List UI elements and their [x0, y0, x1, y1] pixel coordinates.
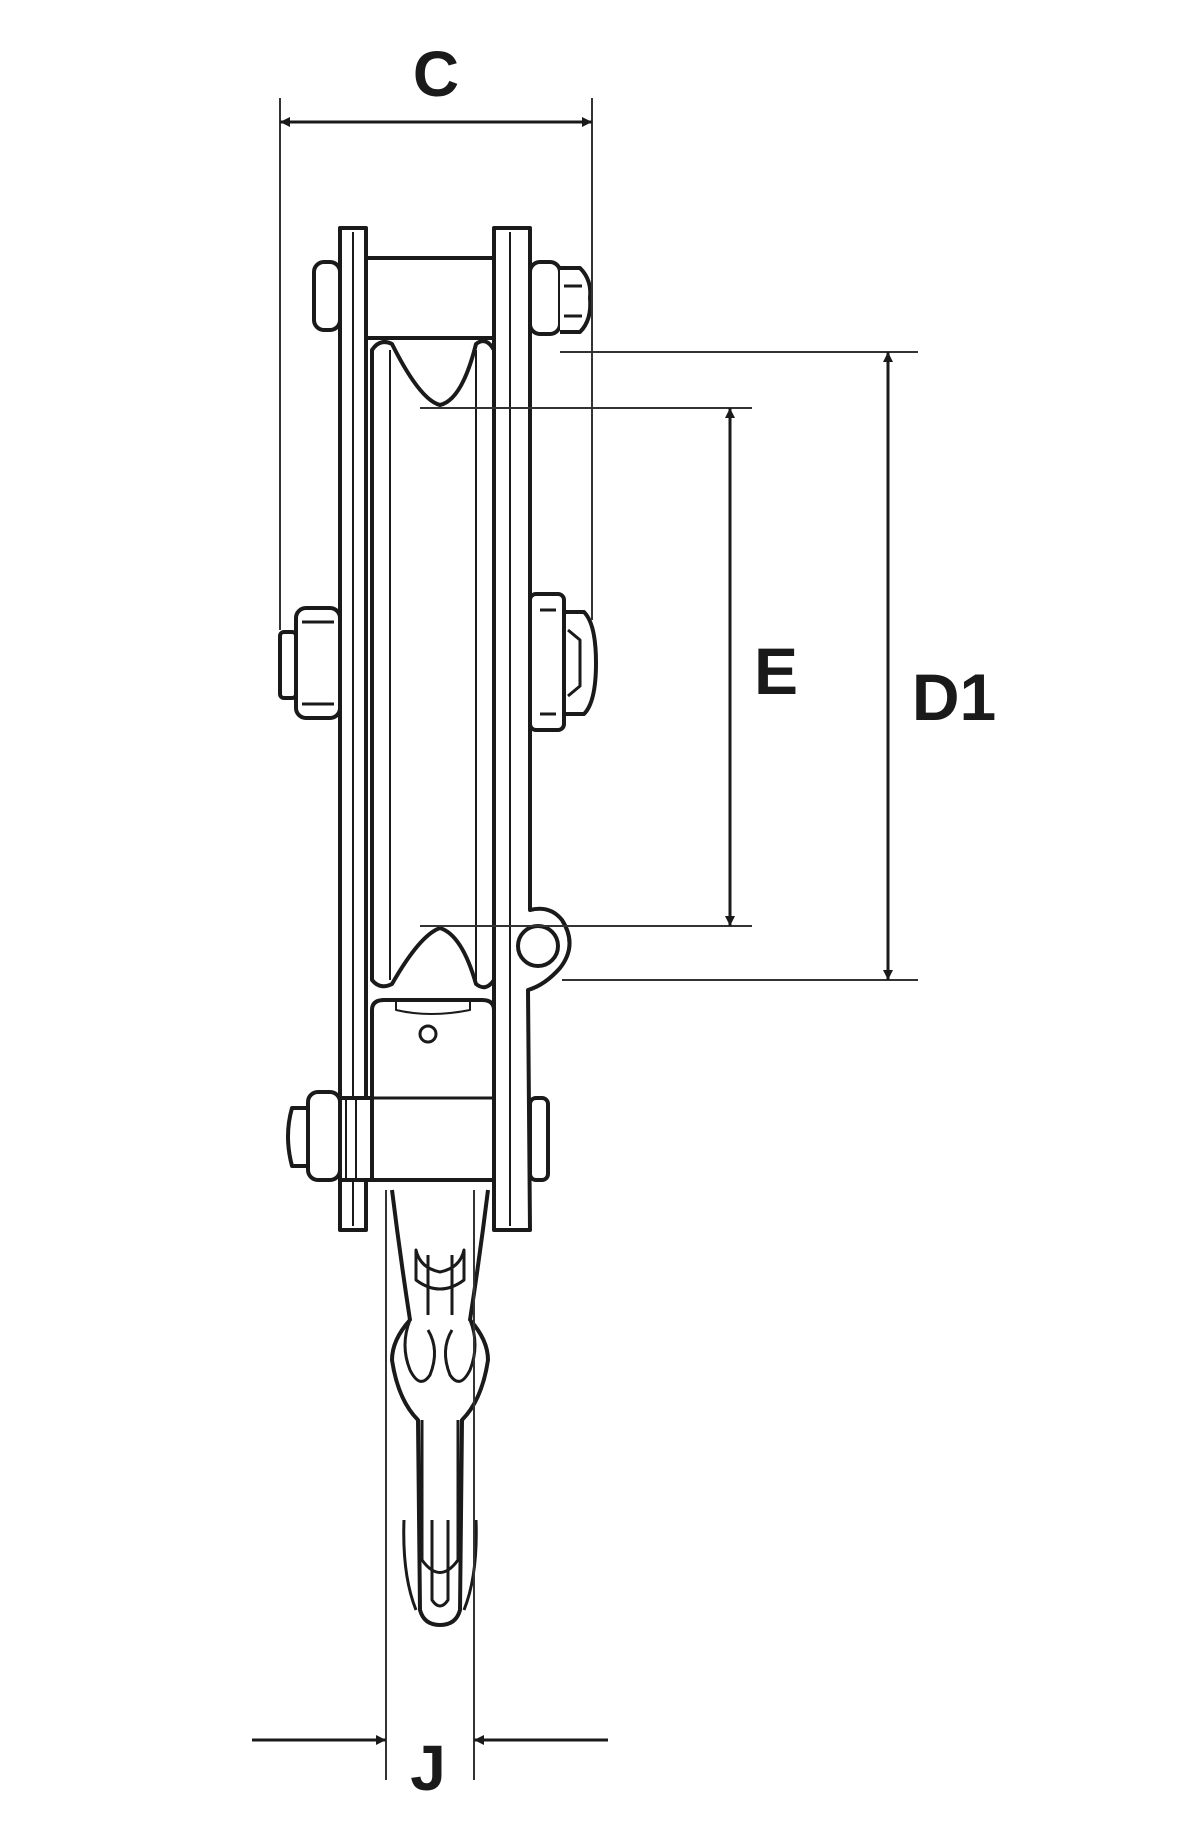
top-spacer — [364, 256, 496, 340]
dimension-lines — [252, 98, 918, 1780]
center-bolt-head — [528, 592, 566, 732]
lower-bolt-head — [528, 1096, 550, 1182]
dimension-label-d1: D1 — [912, 660, 996, 734]
lower-bolt-nut — [306, 1090, 342, 1182]
top-bolt-head — [312, 260, 342, 332]
center-bolt-nut — [294, 606, 342, 720]
sheave — [370, 339, 496, 990]
pulley-block — [278, 226, 598, 1627]
swivel-block — [370, 998, 496, 1182]
becket-eye — [516, 924, 560, 968]
top-nut — [528, 260, 562, 336]
right-side-plate — [492, 226, 572, 1232]
dimension-label-j: J — [410, 1732, 446, 1804]
hook-shank — [390, 1189, 490, 1627]
dimension-label-e: E — [754, 634, 798, 708]
dimension-label-c: C — [413, 38, 459, 110]
